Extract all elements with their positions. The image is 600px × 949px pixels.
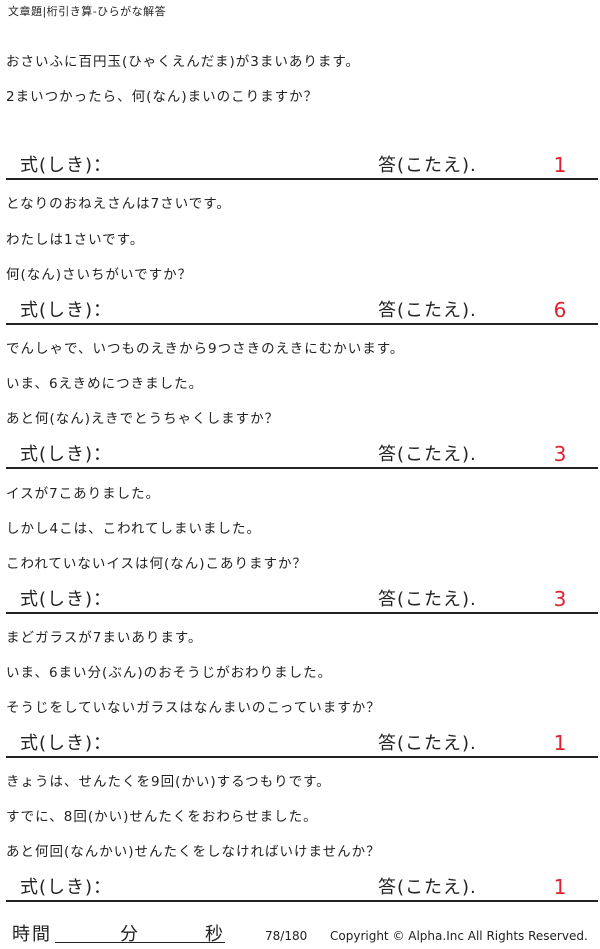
problem-6-line-3: あと何回(なんかい)せんたくをしなければいけませんか？ <box>6 844 381 860</box>
answer-row-2: 式(しき)： 答(こたえ). 6 <box>0 295 600 325</box>
problem-6-line-2: すでに、8回(かい)せんたくをおわらせました。 <box>6 809 318 825</box>
footer: 時間 分 秒 78/180 Copyright © Alpha.Inc All … <box>0 918 600 948</box>
formula-label: 式(しき)： <box>20 155 113 176</box>
answer-value: 1 <box>553 153 567 177</box>
seconds-label: 秒 <box>205 924 223 945</box>
problem-1-line-1: おさいふに百円玉(ひゃくえんだま)が3まいあります。 <box>6 54 361 70</box>
time-entry-line <box>55 942 225 943</box>
answer-rule <box>6 467 598 469</box>
problem-4-line-1: イスが7こありました。 <box>6 486 161 502</box>
problem-5-line-2: いま、6まい分(ぶん)のおそうじがおわりました。 <box>6 665 333 681</box>
formula-label: 式(しき)： <box>20 300 113 321</box>
answer-rule <box>6 612 598 614</box>
problem-5-line-3: そうじをしていないガラスはなんまいのこっていますか？ <box>6 700 381 716</box>
answer-value: 3 <box>553 587 567 611</box>
problem-2-line-2: わたしは1さいです。 <box>6 232 145 248</box>
formula-label: 式(しき)： <box>20 444 113 465</box>
answer-rule <box>6 756 598 758</box>
answer-row-4: 式(しき)： 答(こたえ). 3 <box>0 584 600 614</box>
answer-row-1: 式(しき)： 答(こたえ). 1 <box>0 150 600 180</box>
answer-row-3: 式(しき)： 答(こたえ). 3 <box>0 439 600 469</box>
problem-1-line-2: 2まいつかったら、何(なん)まいのこりますか？ <box>6 89 319 105</box>
worksheet-title: 文章題|桁引き算-ひらがな解答 <box>8 5 167 18</box>
answer-label: 答(こたえ). <box>378 733 477 754</box>
problem-2-line-3: 何(なん)さいちがいですか？ <box>6 267 193 283</box>
minutes-label: 分 <box>120 924 138 945</box>
formula-label: 式(しき)： <box>20 877 113 898</box>
problem-3-line-1: でんしゃで、いつものえきから9つさきのえきにむかいます。 <box>6 341 405 357</box>
page-number: 78/180 <box>265 929 308 943</box>
answer-row-6: 式(しき)： 答(こたえ). 1 <box>0 872 600 902</box>
time-label: 時間 <box>12 924 52 945</box>
problem-4-line-2: しかし4こは、こわれてしまいました。 <box>6 521 262 537</box>
formula-label: 式(しき)： <box>20 733 113 754</box>
formula-label: 式(しき)： <box>20 589 113 610</box>
problem-3-line-2: いま、6えきめにつきました。 <box>6 376 204 392</box>
answer-label: 答(こたえ). <box>378 300 477 321</box>
problem-5-line-1: まどガラスが7まいあります。 <box>6 630 203 646</box>
answer-rule <box>6 900 598 902</box>
answer-value: 3 <box>553 442 567 466</box>
answer-label: 答(こたえ). <box>378 877 477 898</box>
answer-value: 6 <box>553 298 567 322</box>
answer-rule <box>6 178 598 180</box>
answer-label: 答(こたえ). <box>378 155 477 176</box>
copyright: Copyright © Alpha.Inc All Rights Reserve… <box>330 929 588 943</box>
answer-label: 答(こたえ). <box>378 589 477 610</box>
answer-row-5: 式(しき)： 答(こたえ). 1 <box>0 728 600 758</box>
problem-3-line-3: あと何(なん)えきでとうちゃくしますか？ <box>6 411 280 427</box>
answer-label: 答(こたえ). <box>378 444 477 465</box>
answer-rule <box>6 323 598 325</box>
answer-value: 1 <box>553 875 567 899</box>
problem-2-line-1: となりのおねえさんは7さいです。 <box>6 196 231 212</box>
answer-value: 1 <box>553 731 567 755</box>
problem-4-line-3: こわれていないイスは何(なん)こありますか？ <box>6 556 308 572</box>
problem-6-line-1: きょうは、せんたくを9回(かい)するつもりです。 <box>6 774 331 790</box>
